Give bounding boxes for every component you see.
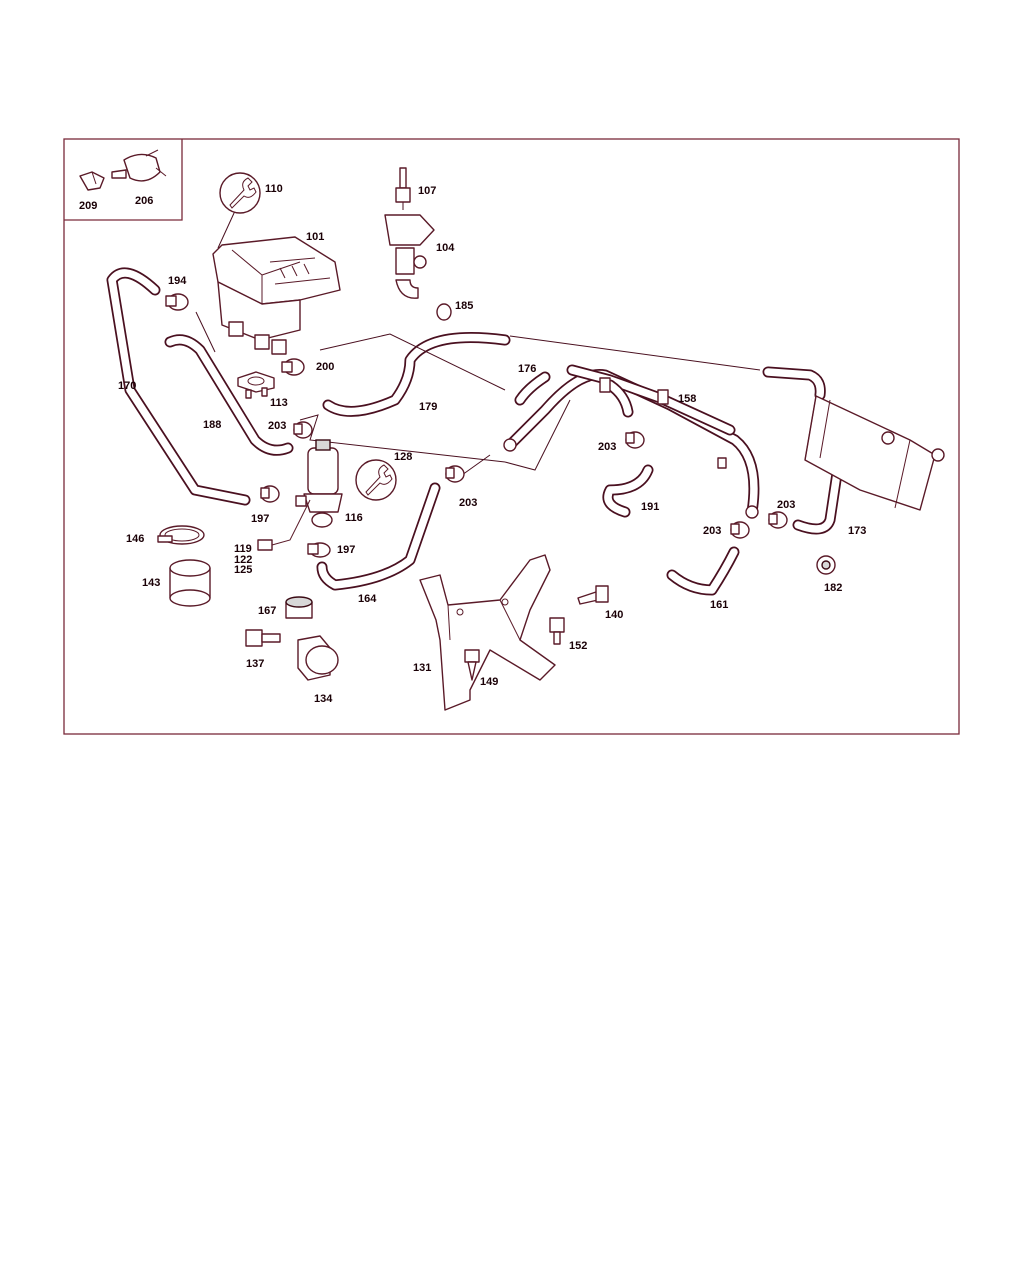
label-167: 167 xyxy=(258,605,276,617)
label-164: 164 xyxy=(358,593,377,605)
part-194 xyxy=(165,293,189,311)
part-134 xyxy=(297,635,339,681)
label-194: 194 xyxy=(168,275,187,287)
clamp-part-206 xyxy=(111,149,167,182)
label-140: 140 xyxy=(605,609,623,621)
label-185: 185 xyxy=(455,300,473,312)
label-128: 128 xyxy=(394,451,412,463)
label-119: 119 xyxy=(234,543,252,555)
label-149: 149 xyxy=(480,676,498,688)
part-149 xyxy=(464,649,480,681)
part-158-bracket xyxy=(657,389,669,405)
label-143: 143 xyxy=(142,577,160,589)
diagram-frame xyxy=(63,138,960,735)
part-203-c xyxy=(625,431,645,449)
label-146: 146 xyxy=(126,533,144,545)
wrench-icon xyxy=(219,172,261,214)
part-167 xyxy=(285,596,313,619)
label-125: 125 xyxy=(234,564,252,576)
label-134: 134 xyxy=(314,693,333,705)
label-107: 107 xyxy=(418,185,436,197)
label-137: 137 xyxy=(246,658,264,670)
part-140 xyxy=(577,585,609,605)
inset-box xyxy=(64,139,183,221)
label-203-b: 203 xyxy=(459,497,477,509)
label-188: 188 xyxy=(203,419,221,431)
label-110: 110 xyxy=(265,183,283,195)
label-209: 209 xyxy=(79,200,97,212)
label-206: 206 xyxy=(135,195,153,207)
label-158: 158 xyxy=(678,393,696,405)
part-119-connector xyxy=(257,539,273,551)
label-122: 122 xyxy=(234,554,252,566)
label-101: 101 xyxy=(306,231,324,243)
part-104 xyxy=(384,214,435,299)
part-197-b xyxy=(307,542,331,558)
label-116: 116 xyxy=(345,512,363,524)
part-143 xyxy=(169,559,211,607)
part-152 xyxy=(549,617,565,645)
part-182 xyxy=(816,555,836,575)
label-161: 161 xyxy=(710,599,728,611)
label-173: 173 xyxy=(848,525,866,537)
part-107 xyxy=(395,167,411,203)
label-197-a: 197 xyxy=(251,513,269,525)
part-203-b xyxy=(445,465,465,483)
part-137 xyxy=(245,629,281,647)
label-182: 182 xyxy=(824,582,842,594)
label-179: 179 xyxy=(419,401,437,413)
label-170: 170 xyxy=(118,380,136,392)
part-116 xyxy=(271,439,343,546)
clip-part-209 xyxy=(79,171,105,191)
part-185 xyxy=(436,303,452,321)
label-191: 191 xyxy=(641,501,659,513)
label-113: 113 xyxy=(270,397,288,409)
heater-core xyxy=(804,395,945,511)
label-203-a: 203 xyxy=(268,420,286,432)
label-203-d: 203 xyxy=(777,499,795,511)
label-152: 152 xyxy=(569,640,587,652)
part-101 xyxy=(212,236,341,355)
label-131: 131 xyxy=(413,662,431,674)
label-200: 200 xyxy=(316,361,334,373)
part-labels: 110 107 101 104 194 185 200 176 170 113 … xyxy=(118,183,866,705)
part-146 xyxy=(157,525,205,545)
part-197-a xyxy=(260,485,280,503)
part-131 xyxy=(419,554,556,711)
wrench-icon xyxy=(355,459,397,501)
part-203-e xyxy=(730,521,750,539)
label-197-b: 197 xyxy=(337,544,355,556)
label-104: 104 xyxy=(436,242,455,254)
part-203-a xyxy=(293,421,313,439)
part-200 xyxy=(281,358,305,376)
label-176: 176 xyxy=(518,363,536,375)
label-203-e: 203 xyxy=(703,525,721,537)
part-203-d xyxy=(768,511,788,529)
part-113 xyxy=(237,371,275,399)
label-203-c: 203 xyxy=(598,441,616,453)
